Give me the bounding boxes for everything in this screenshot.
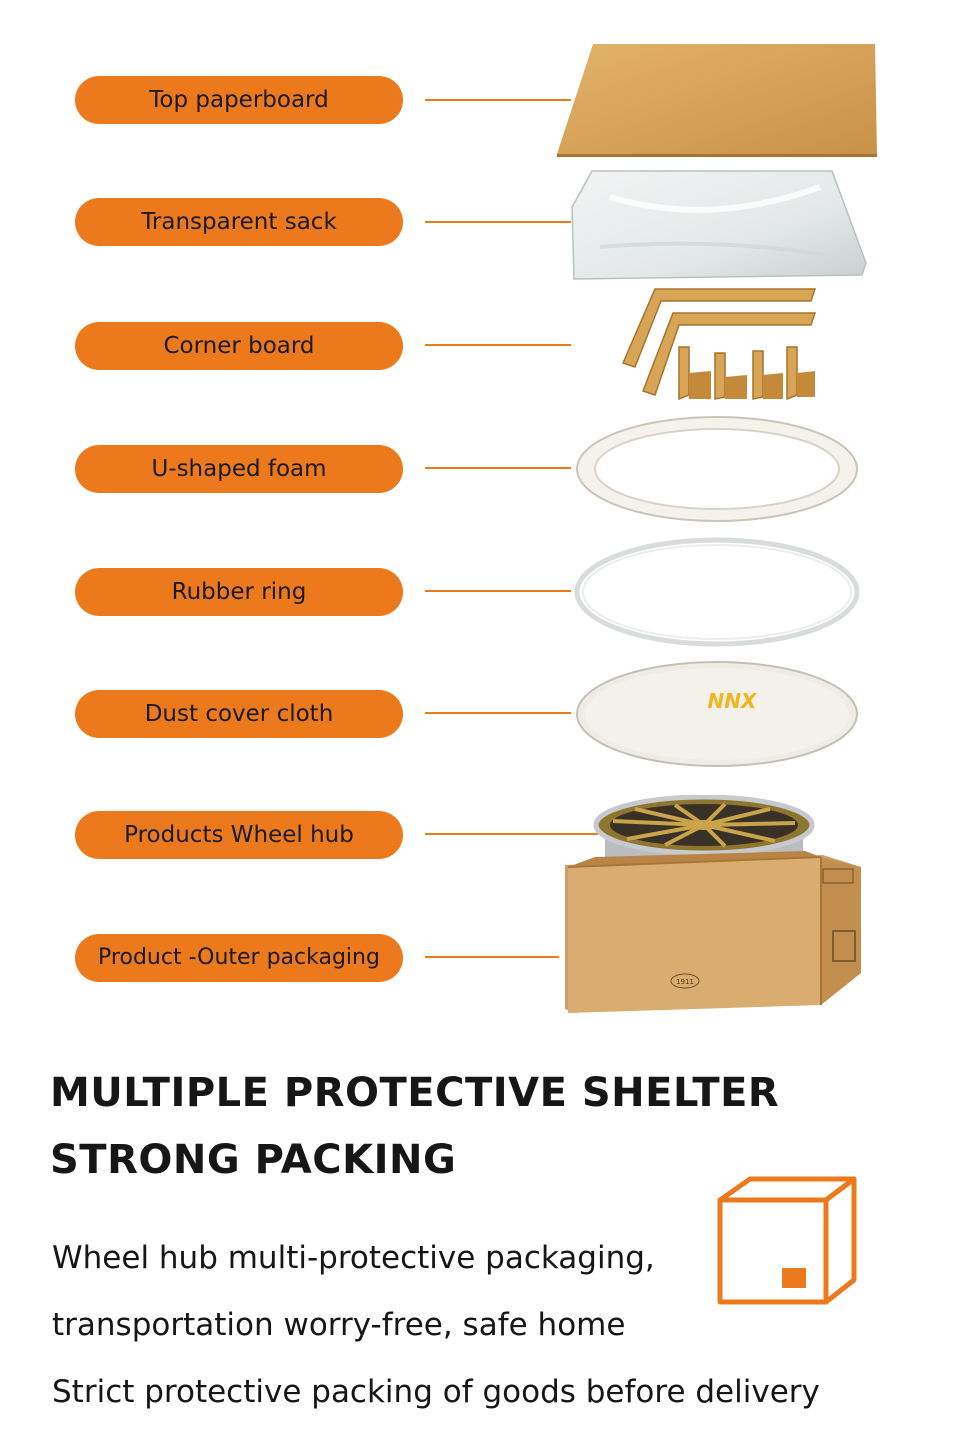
- leader-line: [425, 712, 571, 714]
- dust-cover-logo: NNX: [708, 689, 758, 713]
- label-u-shaped-foam: U-shaped foam: [75, 445, 403, 493]
- corner-board-icon: [621, 288, 817, 401]
- wheel-hub-icon: 1911: [565, 795, 861, 1013]
- headline-line-2: STRONG PACKING: [50, 1137, 457, 1183]
- leader-line: [425, 221, 571, 223]
- layer-row-outer-packaging: Product -Outer packaging: [0, 898, 958, 1018]
- body-line-2: transportation worry-free, safe home: [52, 1307, 626, 1343]
- body-line-1: Wheel hub multi-protective packaging,: [52, 1240, 655, 1276]
- label-outer-packaging: Product -Outer packaging: [75, 934, 403, 982]
- label-rubber-ring: Rubber ring: [75, 568, 403, 616]
- box-stamp: 1911: [676, 978, 694, 986]
- leader-line: [425, 467, 571, 469]
- label-dust-cover-cloth: Dust cover cloth: [75, 690, 403, 738]
- layer-row-wheel-hub: Products Wheel hub: [0, 775, 958, 895]
- paperboard-icon: [557, 44, 877, 157]
- headline-line-1: MULTIPLE PROTECTIVE SHELTER: [50, 1070, 780, 1116]
- layer-row-transparent-sack: Transparent sack: [0, 163, 958, 283]
- leader-line: [425, 956, 559, 958]
- label-transparent-sack: Transparent sack: [75, 198, 403, 246]
- label-top-paperboard: Top paperboard: [75, 76, 403, 124]
- body-line-3: Strict protective packing of goods befor…: [52, 1374, 820, 1410]
- label-wheel-hub: Products Wheel hub: [75, 811, 403, 859]
- leader-line: [425, 99, 571, 101]
- layer-row-rubber-ring: Rubber ring: [0, 530, 958, 650]
- label-corner-board: Corner board: [75, 322, 403, 370]
- layer-row-top-paperboard: Top paperboard: [0, 40, 958, 160]
- leader-line: [425, 344, 571, 346]
- dust-cover-icon: NNX: [576, 661, 858, 767]
- rubber-ring-icon: [574, 537, 860, 647]
- layer-row-u-shaped-foam: U-shaped foam: [0, 407, 958, 527]
- leader-line: [425, 590, 571, 592]
- package-box-icon: [717, 1176, 857, 1305]
- plastic-sack-icon: [571, 170, 867, 280]
- outer-box-icon: 1911: [565, 851, 861, 1013]
- layer-row-dust-cover-cloth: Dust cover cloth NNX: [0, 652, 958, 772]
- foam-ring-icon: [576, 416, 858, 522]
- layer-row-corner-board: Corner board: [0, 285, 958, 405]
- leader-line: [425, 833, 598, 835]
